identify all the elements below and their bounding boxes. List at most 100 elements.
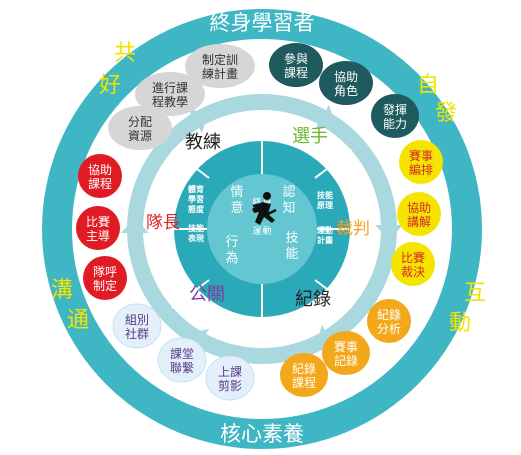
player-bubble-1 bbox=[269, 43, 323, 87]
left-lower-line-2: 表現 bbox=[187, 233, 204, 243]
skill-char-1: 技 bbox=[285, 231, 298, 246]
outer-bottom-label: 核心素養 bbox=[220, 422, 304, 446]
runner-icon bbox=[252, 192, 277, 225]
left-lower-line-1: 技能 bbox=[188, 223, 204, 233]
player-bubble-2-line-1: 協助 bbox=[334, 69, 358, 84]
referee-bubble-1 bbox=[399, 140, 443, 184]
center-char-2: 身 bbox=[262, 196, 271, 208]
coach-bubble-3 bbox=[185, 44, 255, 88]
player-bubble-2 bbox=[319, 61, 373, 105]
recorder-bubble-2 bbox=[322, 331, 370, 375]
action-char-2: 為 bbox=[225, 250, 238, 266]
role-referee: 裁判 bbox=[336, 219, 370, 239]
referee-bubble-3 bbox=[391, 242, 435, 286]
emotion-char-2: 意 bbox=[230, 200, 243, 216]
emotion-char-1: 情 bbox=[230, 185, 243, 200]
left-bottom-char-1: 溝 bbox=[51, 278, 73, 303]
coach-bubble-3-line-1: 制定訓 bbox=[202, 52, 238, 67]
referee-bubble-3-line-2: 裁決 bbox=[401, 265, 425, 279]
left-upper-line-2: 學習 bbox=[188, 194, 204, 204]
referee-bubble-2-line-2: 講解 bbox=[407, 214, 431, 229]
recorder-bubble-3-line-1: 紀錄 bbox=[292, 361, 316, 376]
referee-bubble-1-line-2: 編排 bbox=[409, 162, 433, 177]
outer-top-label: 終身學習者 bbox=[210, 11, 315, 35]
right-top-char-1: 自 bbox=[417, 73, 439, 98]
center-char-1: 終 bbox=[252, 196, 261, 208]
right-top-char-2: 發 bbox=[435, 101, 457, 126]
skill-char-2: 能 bbox=[285, 247, 298, 262]
player-bubble-3 bbox=[371, 94, 419, 138]
cognition-char-1: 認 bbox=[282, 184, 295, 200]
referee-bubble-3-line-1: 比賽 bbox=[401, 250, 425, 265]
bubbles-layer: 分配資源進行課程教學制定訓練計畫參與課程協助角色發揮能力賽事編排協助講解比賽裁決… bbox=[76, 43, 443, 401]
right-bottom-char-2: 動 bbox=[449, 311, 471, 336]
role-coach: 教練 bbox=[185, 132, 221, 153]
cognition-char-2: 知 bbox=[282, 200, 295, 216]
pr-bubble-2 bbox=[157, 337, 207, 383]
coach-bubble-2-line-2: 程教學 bbox=[152, 94, 188, 109]
pr-bubble-3-line-2: 剪影 bbox=[218, 378, 242, 393]
ring-arrowhead bbox=[188, 108, 209, 134]
captain-bubble-3-line-2: 制定 bbox=[93, 278, 117, 293]
pr-bubble-1-line-2: 社群 bbox=[125, 326, 149, 341]
right-lower-line-2: 計畫 bbox=[317, 235, 333, 245]
right-upper-line-1: 技能 bbox=[317, 190, 333, 200]
captain-bubble-2-line-1: 比賽 bbox=[86, 214, 110, 229]
pr-bubble-2-line-2: 聯繫 bbox=[170, 360, 194, 375]
coach-bubble-2-line-1: 進行課 bbox=[152, 80, 188, 95]
player-bubble-2-line-2: 角色 bbox=[334, 84, 358, 98]
right-lower-line-1: 運動 bbox=[317, 225, 333, 235]
captain-bubble-3 bbox=[83, 256, 127, 300]
player-bubble-1-line-2: 課程 bbox=[284, 65, 308, 80]
role-captain: 隊長 bbox=[146, 213, 180, 233]
right-upper-line-2: 原理 bbox=[317, 201, 333, 210]
left-upper-line-1: 體育 bbox=[188, 184, 204, 194]
recorder-bubble-2-line-1: 賽事 bbox=[334, 339, 358, 354]
arrow-heads bbox=[121, 104, 403, 354]
pr-bubble-1 bbox=[112, 303, 162, 349]
pr-bubble-3-line-1: 上課 bbox=[218, 364, 242, 379]
recorder-bubble-1-line-1: 紀錄 bbox=[377, 307, 401, 322]
player-bubble-1-line-1: 參與 bbox=[284, 51, 308, 66]
recorder-bubble-3-line-2: 課程 bbox=[292, 375, 316, 390]
referee-bubble-1-line-1: 賽事 bbox=[409, 148, 433, 163]
divider-lines bbox=[150, 120, 374, 338]
pr-bubble-3 bbox=[205, 355, 255, 401]
player-bubble-3-line-1: 發揮 bbox=[383, 102, 407, 117]
captain-bubble-2-line-2: 主導 bbox=[86, 229, 110, 243]
captain-bubble-1 bbox=[78, 154, 122, 198]
recorder-bubble-1-line-2: 分析 bbox=[377, 322, 401, 336]
coach-bubble-1-line-2: 資源 bbox=[128, 129, 152, 143]
role-player: 選手 bbox=[292, 126, 328, 147]
captain-bubble-3-line-1: 隊呼 bbox=[93, 264, 117, 279]
left-top-char-2: 好 bbox=[99, 73, 121, 98]
action-char-1: 行 bbox=[225, 235, 238, 250]
role-pr: 公關 bbox=[189, 284, 225, 305]
coach-bubble-2 bbox=[135, 72, 205, 116]
right-bottom-char-1: 互 bbox=[464, 281, 486, 306]
coach-bubble-1 bbox=[108, 106, 172, 150]
center-disc bbox=[207, 174, 317, 284]
left-upper-line-3: 態度 bbox=[188, 204, 205, 214]
captain-bubble-1-line-1: 協助 bbox=[88, 162, 112, 177]
role-recorder: 紀錄 bbox=[295, 289, 331, 310]
captain-bubble-2 bbox=[76, 206, 120, 250]
referee-bubble-2-line-1: 協助 bbox=[407, 200, 431, 215]
captain-bubble-1-line-2: 課程 bbox=[88, 176, 112, 191]
ring-arrowhead bbox=[315, 104, 336, 130]
center-char-4: 動 bbox=[262, 226, 271, 237]
player-bubble-3-line-2: 能力 bbox=[383, 117, 407, 131]
ring-arrowhead bbox=[375, 225, 403, 240]
center-char-3: 運 bbox=[252, 226, 261, 237]
recorder-bubble-1 bbox=[367, 299, 411, 343]
pr-bubble-1-line-1: 組別 bbox=[125, 313, 149, 327]
recorder-bubble-3 bbox=[280, 353, 328, 397]
recorder-bubble-2-line-2: 記錄 bbox=[334, 353, 358, 368]
referee-bubble-2 bbox=[397, 192, 441, 236]
coach-bubble-1-line-1: 分配 bbox=[128, 115, 152, 129]
left-bottom-char-2: 通 bbox=[67, 308, 89, 333]
left-top-char-1: 共 bbox=[114, 41, 136, 66]
pr-bubble-2-line-1: 課堂 bbox=[170, 346, 194, 361]
